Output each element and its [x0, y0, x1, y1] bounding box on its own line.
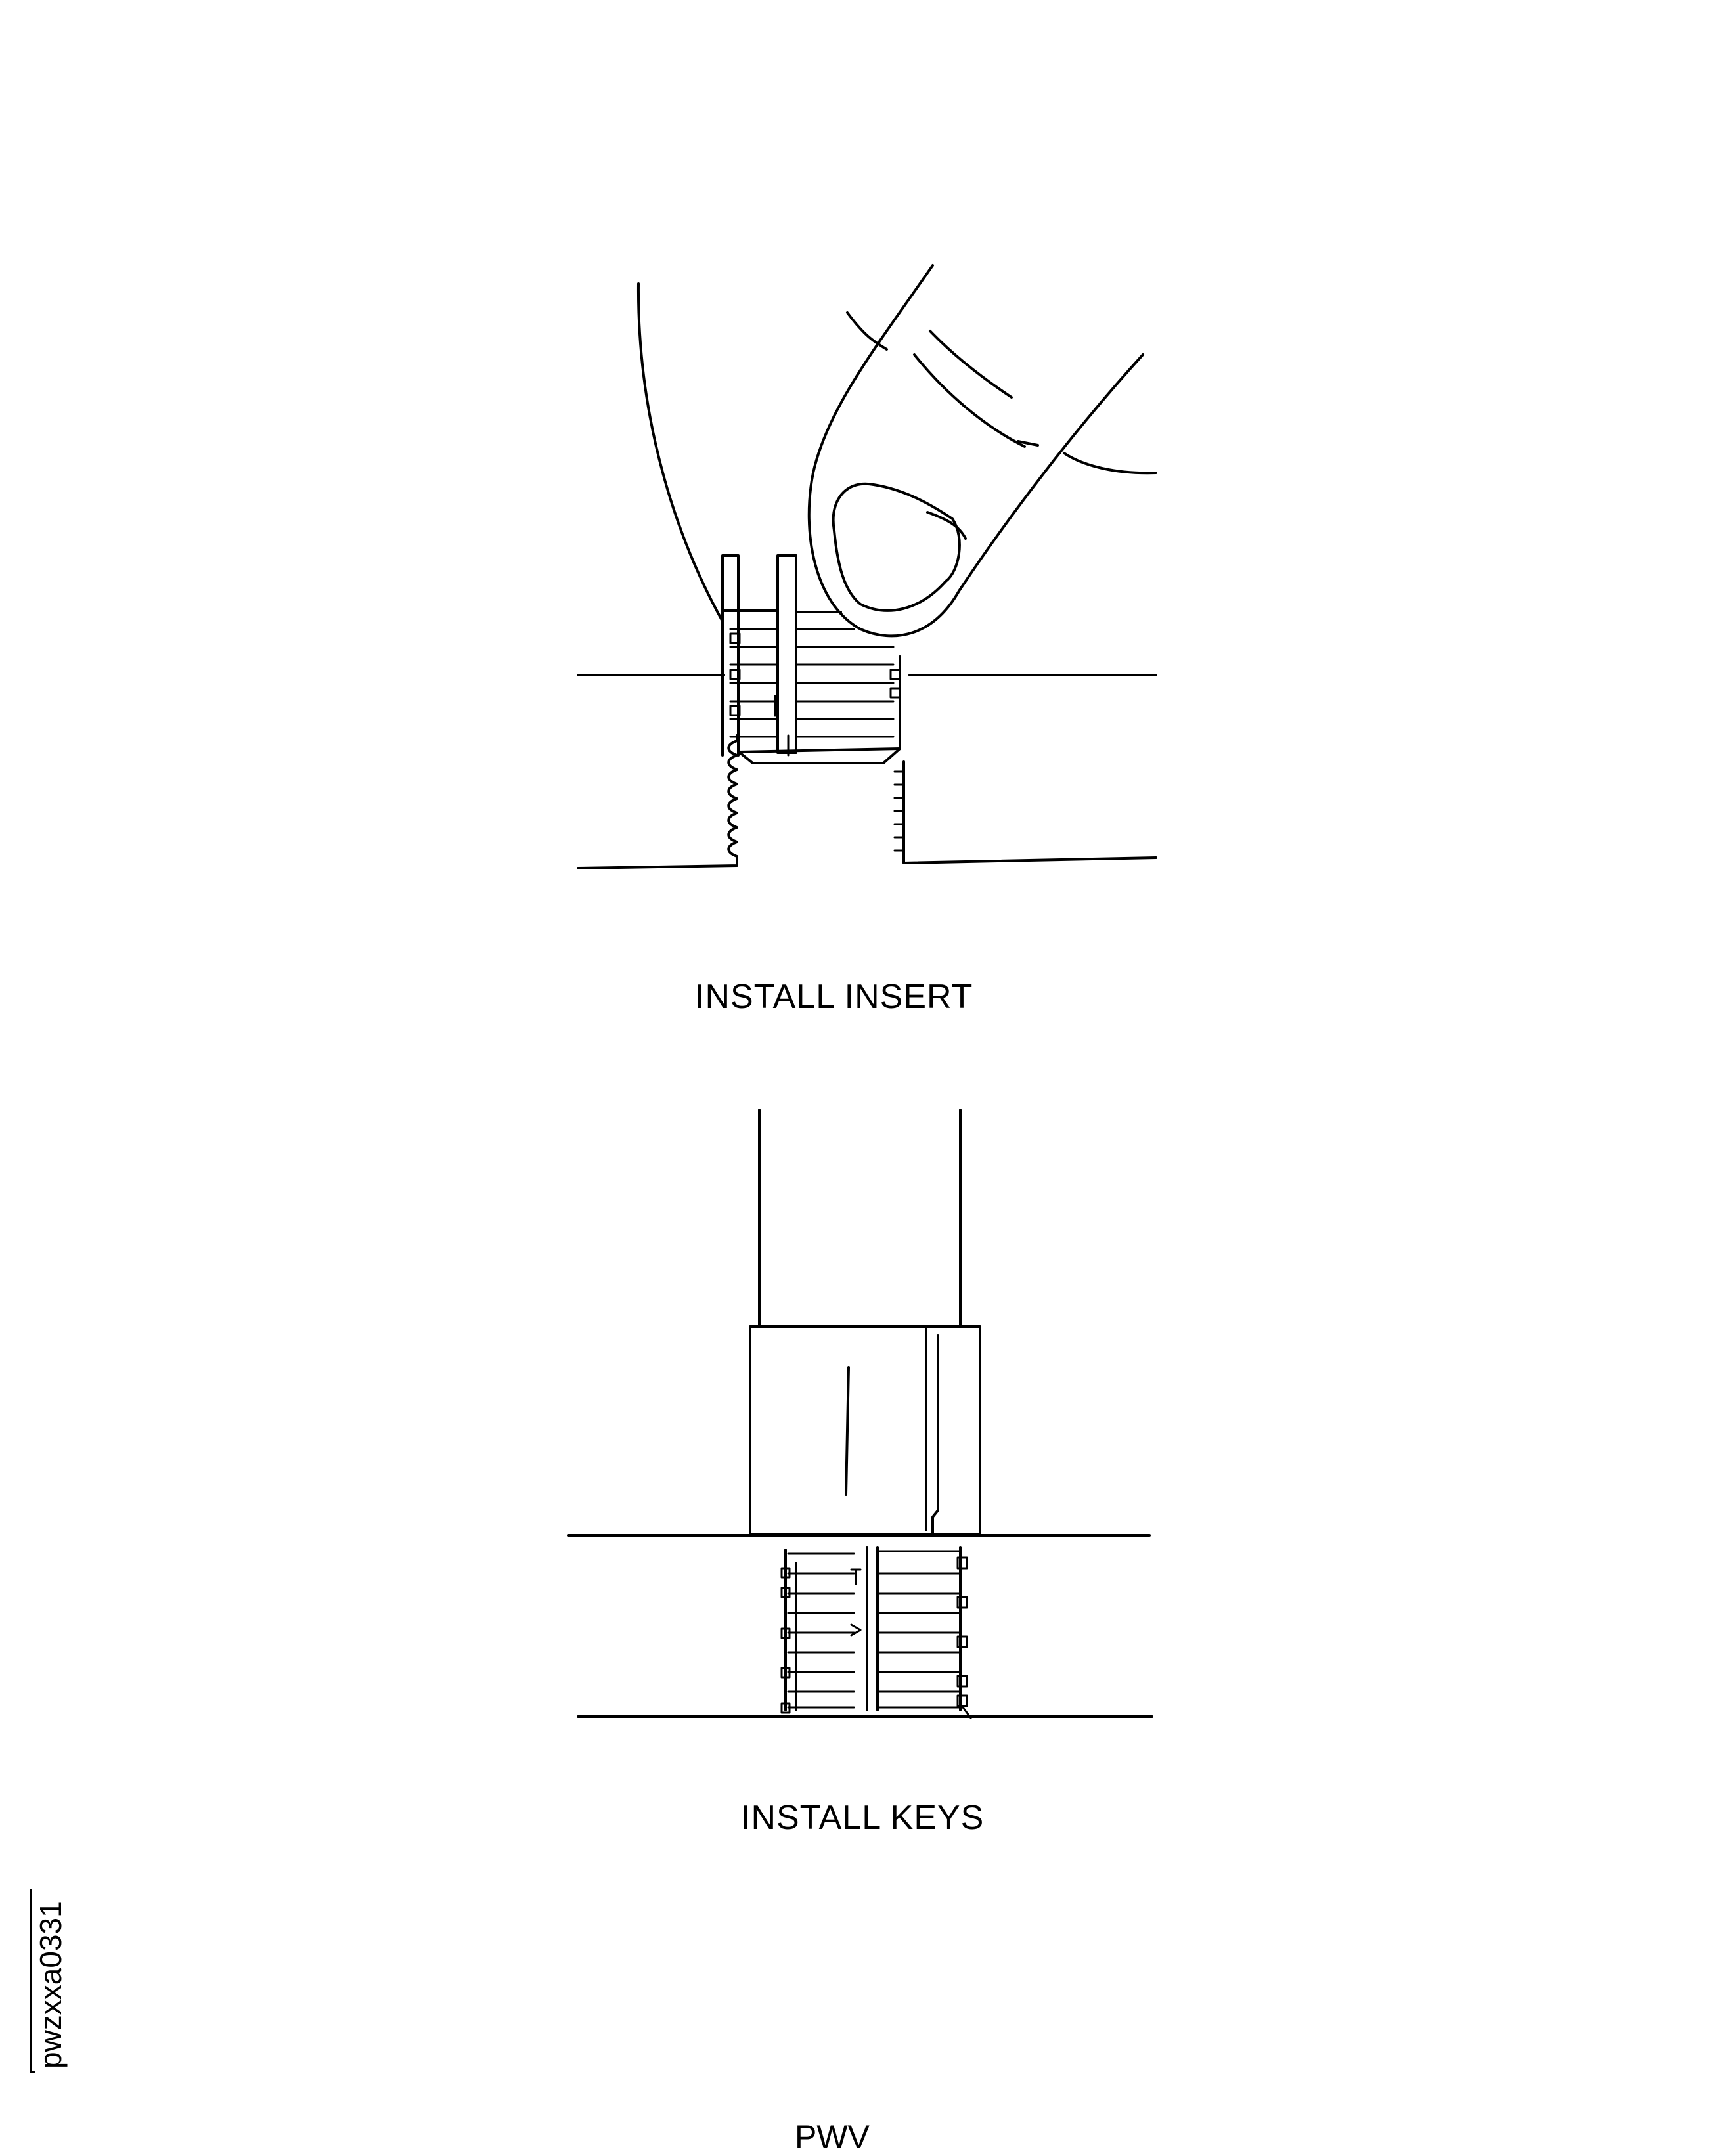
figure-id-label: pwzxxa0331	[33, 1901, 68, 2069]
left-finger	[636, 282, 724, 623]
install-keys-illustration	[567, 1109, 1153, 1719]
parent-material-bottom	[567, 1534, 1153, 1718]
corner-code-label: PWV	[795, 2119, 870, 2155]
install-insert-caption: INSTALL INSERT	[695, 978, 973, 1016]
drive-tool	[749, 1109, 981, 1535]
install-insert-illustration	[577, 264, 1157, 869]
figure-id-bracket	[30, 1889, 35, 2073]
parent-material-top	[577, 674, 1157, 869]
right-finger	[807, 264, 1157, 638]
installed-insert	[780, 1546, 972, 1719]
install-keys-caption: INSTALL KEYS	[741, 1799, 985, 1837]
threaded-insert	[721, 554, 901, 764]
